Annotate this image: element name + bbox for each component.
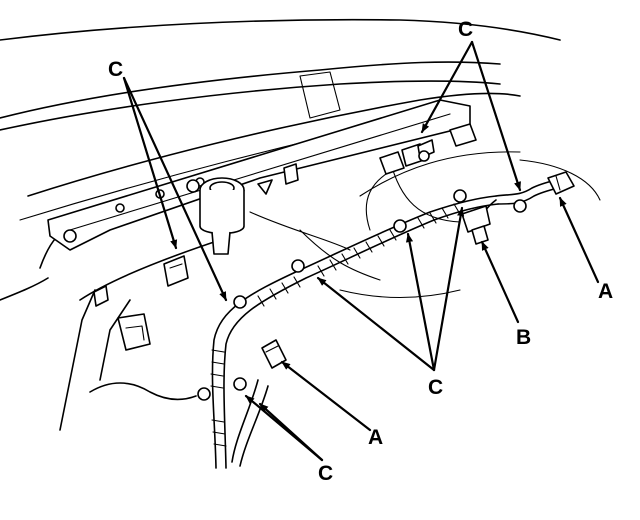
leader-c-middle-2 — [405, 232, 436, 372]
main-wire-harness — [210, 179, 559, 469]
leader-a-right — [558, 196, 600, 284]
clip — [197, 387, 211, 401]
clip — [233, 377, 247, 391]
leader-c-middle-1 — [316, 276, 436, 372]
connectors — [261, 123, 575, 369]
clip — [291, 259, 305, 273]
leader-c-bottom-2 — [258, 402, 324, 462]
callout-c-top-right: C — [458, 18, 473, 41]
harness-clips — [197, 150, 527, 401]
callout-c-top-left: C — [108, 58, 123, 81]
leader-lines — [122, 40, 600, 462]
harness-corrugation — [210, 203, 461, 447]
callout-labels: C C A B C A C — [108, 18, 613, 485]
leader-c-middle-3 — [432, 206, 465, 372]
leader-c-top-left-1 — [122, 76, 228, 302]
callout-c-bottom: C — [318, 462, 333, 485]
callout-a-bottom: A — [368, 426, 383, 449]
clip — [233, 295, 247, 309]
leader-b — [480, 240, 520, 324]
connector-a-right — [547, 171, 575, 195]
leader-a-bottom — [280, 360, 372, 432]
oil-filler-column — [186, 163, 299, 255]
cowl-panel — [47, 71, 471, 251]
clip — [453, 189, 467, 203]
brackets — [93, 255, 189, 351]
leader-c-top-right-2 — [420, 40, 474, 134]
clip — [393, 219, 407, 233]
connector-a-bottom — [261, 339, 287, 369]
clip — [418, 150, 430, 162]
leader-c-top-left-2 — [122, 76, 178, 250]
callout-a-right: A — [598, 280, 613, 303]
callout-b: B — [516, 326, 531, 349]
callout-c-middle: C — [428, 376, 443, 399]
leader-c-top-right-1 — [470, 40, 522, 192]
clip — [513, 199, 527, 213]
